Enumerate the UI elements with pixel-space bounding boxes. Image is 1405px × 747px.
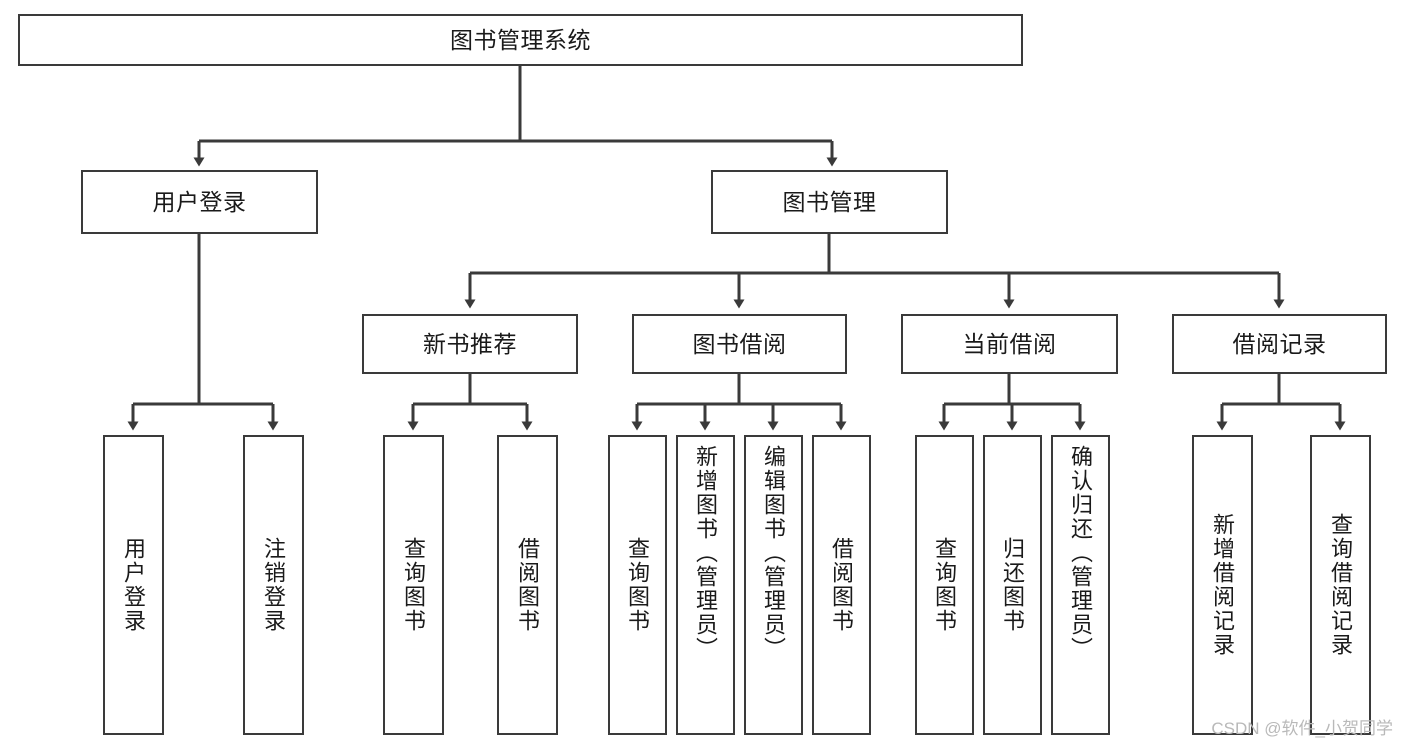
leaf-user-login-login[interactable]: 用户登录 bbox=[103, 435, 164, 735]
node-label: 当前借阅 bbox=[962, 330, 1057, 357]
leaf-current-query-book[interactable]: 查询图书 bbox=[915, 435, 974, 735]
leaf-borrow-query-book[interactable]: 查询图书 bbox=[608, 435, 667, 735]
node-label: 用户登录 bbox=[152, 188, 247, 215]
node-book-borrow[interactable]: 图书借阅 bbox=[632, 314, 847, 374]
leaf-record-add-record[interactable]: 新增借阅记录 bbox=[1192, 435, 1253, 735]
node-label: 编辑图书（管理员） bbox=[761, 445, 787, 661]
node-label: 图书管理系统 bbox=[450, 26, 591, 53]
node-new-book-recommend[interactable]: 新书推荐 bbox=[362, 314, 578, 374]
node-label: 用户登录 bbox=[121, 537, 147, 633]
node-root-system[interactable]: 图书管理系统 bbox=[18, 14, 1023, 66]
node-label: 借阅记录 bbox=[1232, 330, 1327, 357]
leaf-recommend-query-book[interactable]: 查询图书 bbox=[383, 435, 444, 735]
node-label: 归还图书 bbox=[1000, 537, 1026, 633]
node-label: 查询图书 bbox=[932, 537, 958, 633]
leaf-current-return-book[interactable]: 归还图书 bbox=[983, 435, 1042, 735]
node-label: 注销登录 bbox=[261, 537, 287, 633]
node-label: 查询借阅记录 bbox=[1328, 513, 1354, 657]
watermark-text: CSDN @软件_小贺同学 bbox=[1211, 719, 1393, 738]
leaf-current-confirm-return-admin[interactable]: 确认归还（管理员） bbox=[1051, 435, 1110, 735]
node-label: 图书借阅 bbox=[692, 330, 787, 357]
node-label: 确认归还（管理员） bbox=[1068, 445, 1094, 661]
node-label: 新增借阅记录 bbox=[1210, 513, 1236, 657]
node-borrow-record[interactable]: 借阅记录 bbox=[1172, 314, 1387, 374]
node-user-login[interactable]: 用户登录 bbox=[81, 170, 318, 234]
leaf-borrow-borrow-book[interactable]: 借阅图书 bbox=[812, 435, 871, 735]
node-current-borrow[interactable]: 当前借阅 bbox=[901, 314, 1118, 374]
node-label: 借阅图书 bbox=[829, 537, 855, 633]
node-label: 新书推荐 bbox=[423, 330, 517, 357]
node-label: 新增图书（管理员） bbox=[693, 445, 719, 661]
leaf-recommend-borrow-book[interactable]: 借阅图书 bbox=[497, 435, 558, 735]
node-book-management[interactable]: 图书管理 bbox=[711, 170, 948, 234]
node-label: 查询图书 bbox=[401, 537, 427, 633]
node-label: 借阅图书 bbox=[515, 537, 541, 633]
node-label: 查询图书 bbox=[625, 537, 651, 633]
leaf-user-login-logout[interactable]: 注销登录 bbox=[243, 435, 304, 735]
leaf-record-query-record[interactable]: 查询借阅记录 bbox=[1310, 435, 1371, 735]
leaf-borrow-add-book-admin[interactable]: 新增图书（管理员） bbox=[676, 435, 735, 735]
leaf-borrow-edit-book-admin[interactable]: 编辑图书（管理员） bbox=[744, 435, 803, 735]
node-label: 图书管理 bbox=[782, 188, 877, 215]
